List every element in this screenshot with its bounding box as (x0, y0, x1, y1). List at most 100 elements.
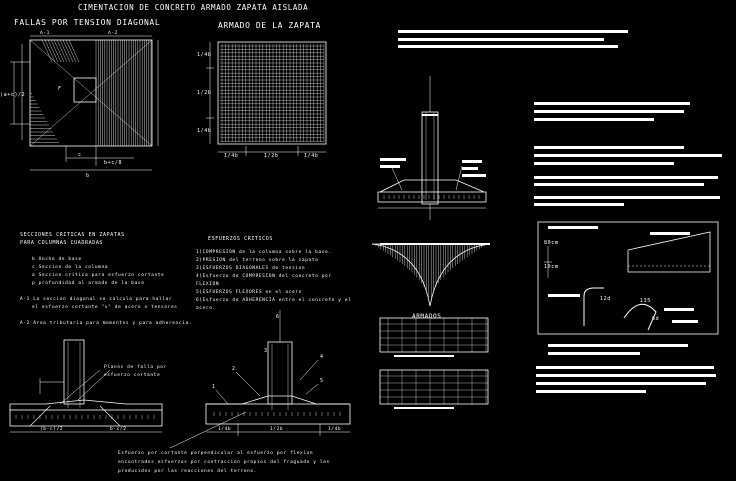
bottom-note-1: Esfuerzo por cortante perpendicular al e… (118, 450, 313, 456)
critical-item-1: b Ancho de base (32, 256, 82, 262)
detail-dim-135: 135 (640, 298, 651, 304)
callout-2: 2 (232, 366, 236, 372)
critical-note-2: A-2 Area tributaria para momentos y para… (20, 320, 192, 326)
obscured-note-bar (664, 308, 694, 311)
shear-hatch (30, 39, 152, 146)
shear-hatch-top-line (68, 39, 80, 63)
critical-item-2: c Seccion de la columna (32, 264, 108, 270)
critical-stresses-title: ESFUERZOS CRITICOS (208, 236, 273, 242)
shear-hatch-top-line (50, 39, 62, 63)
obscured-note-bar (380, 165, 400, 168)
obscured-note-bar (462, 174, 486, 177)
section-bars (15, 342, 341, 419)
shear-hatch-top-line (44, 39, 56, 63)
shear-title: FALLAS POR TENSION DIAGONAL (14, 18, 160, 27)
obscured-note-bar (422, 114, 438, 116)
stress-item-7: 6)Esfuerzo de ADHERENCIA entre el concre… (196, 297, 352, 303)
obscured-note-bar (398, 38, 604, 41)
critical-note-1b: el esfuerzo cortante "v" de acero o tens… (32, 304, 178, 310)
obscured-note-bar (534, 176, 718, 179)
shear-hatch-top-line (53, 39, 65, 63)
obscured-note-bar (536, 382, 706, 385)
reinforcement-plan (206, 41, 327, 156)
reinforcement-title: ARMADO DE LA ZAPATA (218, 21, 321, 30)
callout-4: 4 (320, 354, 324, 360)
critical-sections-title-2: PARA COLUMNAS CUADRADAS (20, 240, 103, 246)
obscured-note-bar (536, 366, 714, 369)
obscured-note-bar (548, 294, 580, 297)
obscured-note-bar (534, 183, 704, 186)
stress-item-2: 2)PRESION del terreno sobre la zapata (196, 257, 318, 263)
callout-3: 3 (264, 348, 268, 354)
obscured-note-bar (394, 355, 454, 357)
bottom-c-label: c (78, 152, 82, 158)
stress-item-6: 5)ESFUERZOS FLEXORES en el acero (196, 289, 302, 295)
armado-grid-lines (380, 318, 488, 404)
reinf-dim-2: 1/2b (264, 153, 278, 159)
obscured-note-bar (548, 226, 598, 229)
detail-box (537, 221, 719, 335)
reinf-dim-1: 1/4b (224, 153, 238, 159)
section-b-dim-1: 1/4b (218, 426, 231, 432)
shear-hatch-top-line (41, 39, 53, 63)
callout-5: 5 (320, 378, 324, 384)
shear-hatch-top-line (56, 39, 68, 63)
elevation-bars (383, 112, 480, 200)
obscured-note-bar (534, 110, 684, 113)
obscured-note-bar (650, 232, 690, 235)
obscured-note-bar (548, 352, 640, 355)
obscured-note-bar (672, 320, 698, 323)
section-a-dim-right: b-c/2 (110, 426, 127, 432)
bottom-note-3: producidos por las reacciones del terren… (118, 468, 257, 474)
footing-elevation (377, 76, 487, 220)
section-a-dim-left: (b-c)/2 (40, 426, 63, 432)
stress-item-1: 1)COMPRESION de la columna sobre la base… (196, 249, 332, 255)
armados-label: ARMADOS (412, 313, 442, 320)
main-title: CIMENTACION DE CONCRETO ARMADO ZAPATA AI… (78, 3, 308, 12)
bottom-dim-label: b+c/8 (104, 160, 122, 166)
callout-6: 6 (276, 314, 280, 320)
section-a (9, 339, 163, 433)
obscured-note-bar (462, 167, 478, 170)
obscured-note-bar (534, 146, 684, 149)
moment-hatch (375, 244, 487, 297)
detail-dim-10: 10cm (544, 264, 558, 270)
callout-1: 1 (212, 384, 216, 390)
obscured-note-bar (534, 196, 720, 199)
obscured-note-bar (380, 158, 406, 161)
stress-item-4: 4)Esfuerzo de COMPRESION del concreto po… (196, 273, 332, 279)
critical-item-3: a Seccion critica para esfuerzo cortante (32, 272, 164, 278)
reinf-left-1: 1/4b (197, 52, 211, 58)
obscured-note-bar (534, 102, 690, 105)
face-label: F (58, 86, 62, 92)
failure-note-1: Planos de falla por (104, 364, 167, 370)
obscured-note-bar (398, 45, 618, 48)
obscured-note-bar (380, 243, 490, 245)
stress-item-8: acero. (196, 306, 216, 311)
section-b-dim-2: 1/2b (270, 426, 283, 432)
shear-hatch-top-line (62, 39, 74, 63)
bottom-note-2: encontrados esfuerzos por contraccion pr… (118, 459, 330, 465)
reinf-left-2: 1/2b (197, 90, 211, 96)
stress-item-5: FLEXION (196, 281, 219, 287)
obscured-note-bar (536, 374, 716, 377)
critical-sections-title-1: SECCIONES CRITICAS EN ZAPATAS (20, 232, 125, 238)
left-dim-label: (a+c)/2 (0, 92, 25, 98)
obscured-note-bar (398, 30, 628, 33)
shear-hatch-top-line (65, 39, 77, 63)
obscured-note-bar (534, 162, 674, 165)
section-a1-label: A-1 (40, 30, 50, 36)
obscured-note-bar (536, 390, 646, 393)
obscured-note-bar (462, 160, 482, 163)
detail-dim-6d: 6d (652, 316, 659, 322)
obscured-note-bar (394, 407, 454, 409)
obscured-note-bar (548, 344, 688, 347)
detail-dim-80: 80cm (544, 240, 558, 246)
detail-dim-12d: 12d (600, 296, 611, 302)
reinforcement-grid (220, 44, 325, 142)
armados-grids (379, 317, 489, 405)
obscured-note-bar (534, 118, 654, 121)
shear-hatch-top-line (47, 39, 59, 63)
obscured-note-bar (534, 203, 624, 206)
